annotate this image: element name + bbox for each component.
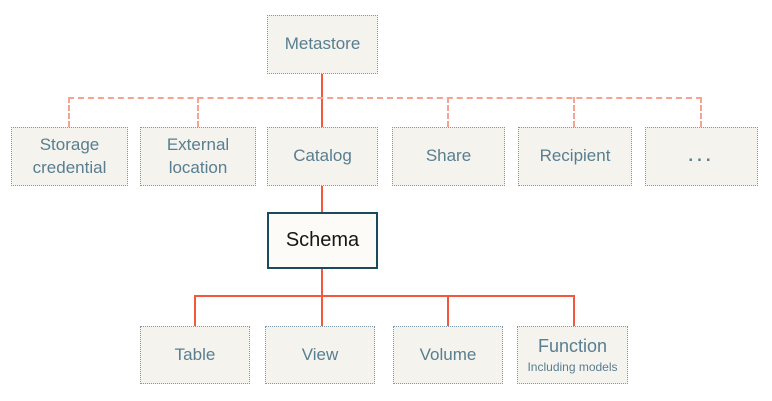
connector-volume-drop — [447, 295, 449, 326]
connector-schema-down — [321, 269, 323, 326]
connector-level2-bus-dashed — [68, 97, 702, 99]
node-metastore-label: Metastore — [284, 34, 361, 54]
node-ellipsis: ... — [645, 127, 758, 186]
node-recipient: Recipient — [518, 127, 632, 186]
node-volume-label: Volume — [419, 344, 477, 364]
node-storage-credential-label: Storage credential — [32, 135, 107, 177]
node-ellipsis-label: ... — [688, 146, 715, 166]
node-function-label: Function — [537, 336, 608, 357]
node-external-location-label: External location — [166, 135, 230, 177]
node-catalog: Catalog — [267, 127, 378, 186]
node-storage-credential: Storage credential — [11, 127, 128, 186]
node-function-sublabel: Including models — [527, 359, 618, 374]
node-schema: Schema — [267, 212, 378, 269]
node-share-label: Share — [425, 146, 472, 166]
node-table-label: Table — [174, 344, 216, 364]
node-catalog-label: Catalog — [293, 146, 352, 166]
node-external-location: External location — [140, 127, 256, 186]
connector-share-drop — [447, 97, 449, 127]
node-volume: Volume — [393, 326, 503, 384]
node-view: View — [265, 326, 375, 384]
connector-recipient-drop — [573, 97, 575, 127]
node-function: Function Including models — [517, 326, 628, 384]
node-view-label: View — [301, 344, 339, 364]
connector-ellipsis-drop — [700, 97, 702, 127]
connector-level4-bus-solid — [194, 295, 575, 297]
connector-metastore-down — [321, 74, 323, 127]
node-schema-label: Schema — [285, 229, 360, 252]
connector-external-location-drop — [197, 97, 199, 127]
node-recipient-label: Recipient — [539, 146, 611, 166]
connector-function-drop — [573, 295, 575, 326]
node-metastore: Metastore — [267, 15, 378, 74]
node-table: Table — [140, 326, 250, 384]
connector-table-drop — [194, 295, 196, 326]
connector-catalog-schema — [321, 186, 323, 212]
connector-storage-credential-drop — [68, 97, 70, 127]
node-share: Share — [392, 127, 505, 186]
